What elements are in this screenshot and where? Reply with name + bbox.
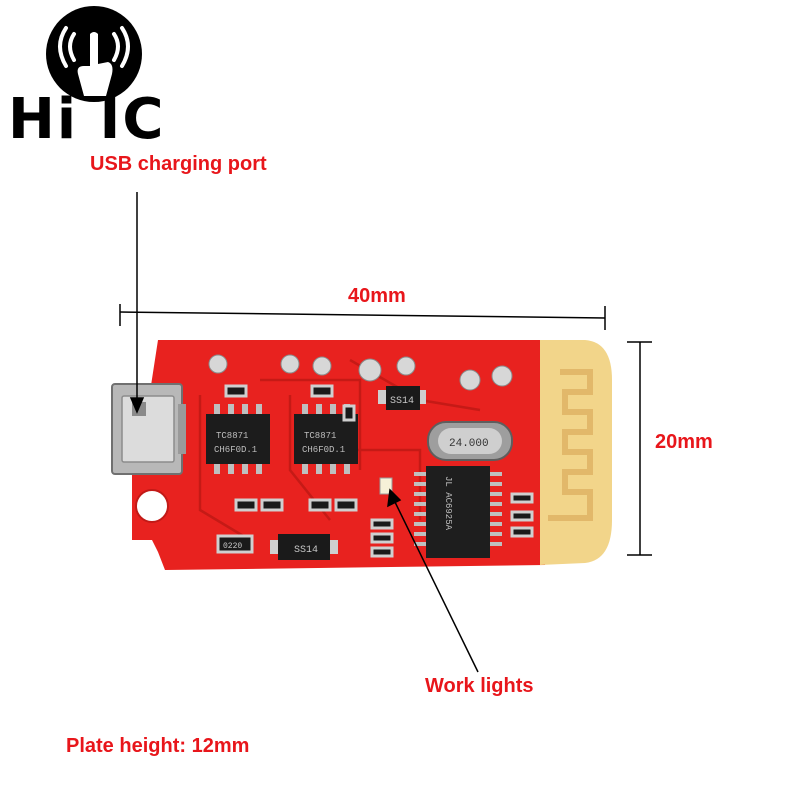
work-light-led	[379, 477, 393, 495]
crystal-label: 24.000	[449, 438, 489, 450]
width-label: 40mm	[348, 285, 406, 307]
logo-text: Hi IC	[8, 87, 166, 152]
usb-port-label: USB charging port	[90, 153, 267, 175]
crystal-oscillator: 24.000	[427, 421, 513, 461]
pcb-board: TC8871 CH6F0D.1 TC8871 CH6F0D.1 SS14	[111, 340, 612, 570]
bluetooth-ic-label: JL AC6925A	[443, 476, 453, 531]
height-label: 20mm	[655, 431, 713, 453]
resistor-0220: 0220	[216, 534, 254, 554]
usb-port	[111, 383, 186, 475]
amplifier-chip-1: TC8871 CH6F0D.1	[206, 404, 270, 474]
chip2-label-1: TC8871	[304, 431, 336, 441]
height-dimension-line	[627, 341, 652, 556]
work-lights-pointer-line	[387, 488, 479, 673]
plate-height-label: Plate height: 12mm	[66, 735, 250, 757]
amplifier-chip-2: TC8871 CH6F0D.1	[294, 404, 358, 474]
width-dimension-line	[119, 304, 606, 330]
smd-components	[224, 384, 534, 558]
usb-pointer-line	[129, 192, 145, 414]
chip1-label-2: CH6F0D.1	[214, 445, 257, 455]
chip2-label-2: CH6F0D.1	[302, 445, 345, 455]
resistor-label: 0220	[223, 542, 242, 551]
antenna-trace	[548, 369, 593, 521]
hand-signal-icon	[46, 6, 142, 102]
diode-1: SS14	[378, 386, 426, 410]
work-lights-label: Work lights	[425, 675, 534, 697]
chip1-label-1: TC8871	[216, 431, 248, 441]
mounting-hole	[135, 489, 169, 523]
diode1-label: SS14	[390, 396, 414, 407]
bluetooth-ic: JL AC6925A	[414, 466, 502, 558]
diode2-label: SS14	[294, 545, 318, 556]
diode-2: SS14	[270, 534, 338, 560]
